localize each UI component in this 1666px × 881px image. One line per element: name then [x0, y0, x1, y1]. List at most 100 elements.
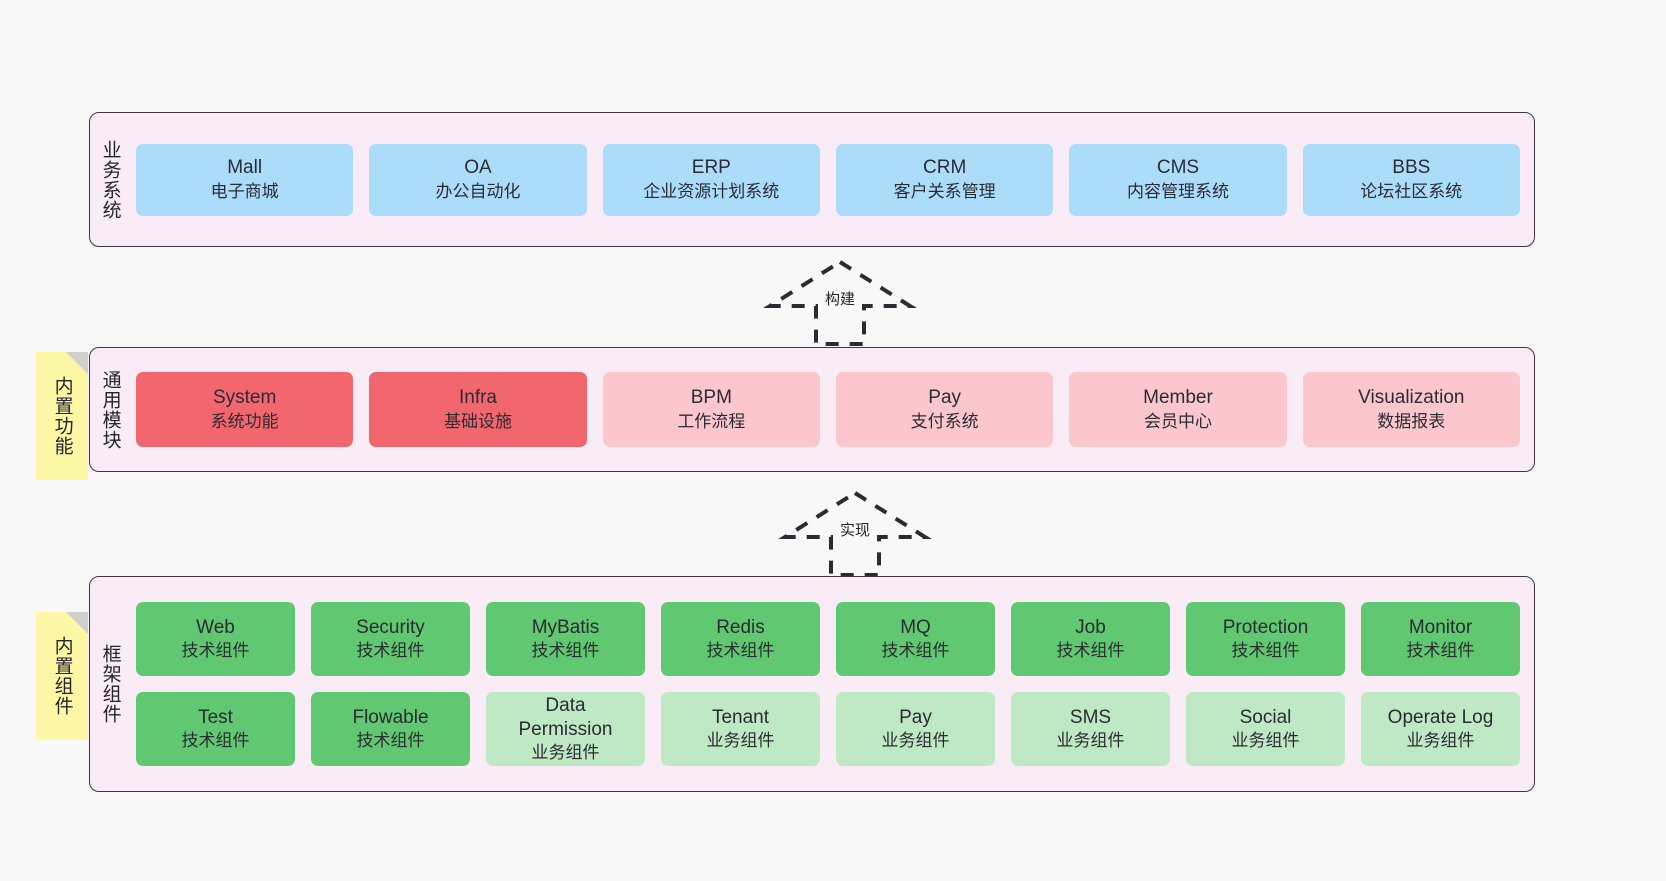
card-name: Member [1143, 387, 1213, 409]
frame-card-protection[interactable]: Protection 技术组件 [1186, 602, 1345, 676]
common-card-bpm[interactable]: BPM 工作流程 [602, 372, 820, 447]
business-card-oa[interactable]: OA 办公自动化 [369, 143, 587, 216]
card-name: Operate Log [1387, 706, 1494, 728]
frame-row-technical: Web 技术组件 Security 技术组件 MyBatis 技术组件 Redi… [136, 602, 1520, 676]
layer-title-frame: 框架组件 [99, 644, 121, 724]
layer-body-frame: Web 技术组件 Security 技术组件 MyBatis 技术组件 Redi… [130, 577, 1534, 791]
layer-title-common: 通用模块 [99, 369, 121, 450]
card-desc: 业务组件 [531, 743, 600, 763]
layer-body-common: System 系统功能 Infra 基础设施 BPM 工作流程 Pay 支付系统… [130, 348, 1534, 471]
card-name: Monitor [1408, 616, 1473, 638]
card-name: Test [198, 706, 233, 728]
card-desc: 技术组件 [181, 641, 250, 661]
card-desc: 电子商城 [210, 181, 279, 201]
card-name: Flowable [352, 706, 429, 728]
layer-business-systems: 业务系统 Mall 电子商城 OA 办公自动化 ERP 企业资源计划系统 CRM… [89, 112, 1535, 247]
card-desc: 技术组件 [356, 731, 425, 751]
frame-card-mybatis[interactable]: MyBatis 技术组件 [486, 602, 645, 676]
card-desc: 技术组件 [881, 641, 950, 661]
card-name: System [212, 387, 277, 409]
card-desc: 办公自动化 [435, 181, 521, 201]
card-desc: 论坛社区系统 [1360, 181, 1463, 201]
frame-card-web[interactable]: Web 技术组件 [136, 602, 295, 676]
card-name: OA [464, 157, 492, 179]
connector-label-implement: 实现 [837, 519, 873, 540]
sticky-label: 内置组件 [51, 636, 73, 716]
card-name: Pay [928, 387, 962, 409]
card-desc: 技术组件 [1406, 641, 1475, 661]
frame-card-sms[interactable]: SMS 业务组件 [1011, 692, 1170, 766]
frame-card-operate-log[interactable]: Operate Log 业务组件 [1361, 692, 1520, 766]
common-card-visualization[interactable]: Visualization 数据报表 [1302, 372, 1520, 447]
card-name: Tenant [711, 706, 770, 728]
dashed-arrow-up-icon [778, 490, 932, 577]
card-desc: 技术组件 [181, 731, 250, 751]
business-row: Mall 电子商城 OA 办公自动化 ERP 企业资源计划系统 CRM 客户关系… [136, 143, 1520, 216]
card-name: Protection [1222, 616, 1309, 638]
sticky-label: 内置功能 [51, 376, 73, 456]
card-name: CMS [1156, 157, 1200, 179]
card-name: BPM [690, 387, 732, 409]
common-card-system[interactable]: System 系统功能 [136, 372, 354, 447]
card-name: Visualization [1358, 387, 1465, 409]
business-card-mall[interactable]: Mall 电子商城 [136, 143, 354, 216]
frame-card-test[interactable]: Test 技术组件 [136, 692, 295, 766]
card-name-line2: Permission [518, 719, 613, 741]
business-card-erp[interactable]: ERP 企业资源计划系统 [602, 143, 820, 216]
card-desc: 技术组件 [1056, 641, 1125, 661]
sticky-note-builtin-components: 内置组件 [36, 612, 88, 740]
frame-card-job[interactable]: Job 技术组件 [1011, 602, 1170, 676]
card-name: Social [1239, 706, 1292, 728]
frame-card-data-permission[interactable]: Data Permission 业务组件 [486, 692, 645, 766]
business-card-bbs[interactable]: BBS 论坛社区系统 [1302, 143, 1520, 216]
card-desc: 业务组件 [706, 731, 775, 751]
card-desc: 业务组件 [1056, 731, 1125, 751]
sticky-fold-corner-icon [66, 352, 88, 374]
common-card-member[interactable]: Member 会员中心 [1069, 372, 1287, 447]
frame-row-mixed: Test 技术组件 Flowable 技术组件 Data Permission … [136, 692, 1520, 766]
layer-common-modules: 通用模块 System 系统功能 Infra 基础设施 BPM 工作流程 Pay… [89, 347, 1535, 472]
common-card-infra[interactable]: Infra 基础设施 [369, 372, 587, 447]
card-desc: 支付系统 [910, 411, 979, 431]
frame-card-flowable[interactable]: Flowable 技术组件 [311, 692, 470, 766]
card-desc: 企业资源计划系统 [643, 181, 780, 201]
connector-label-build: 构建 [822, 288, 858, 309]
frame-card-tenant[interactable]: Tenant 业务组件 [661, 692, 820, 766]
frame-card-mq[interactable]: MQ 技术组件 [836, 602, 995, 676]
card-name: Redis [716, 616, 765, 638]
card-desc: 内容管理系统 [1126, 181, 1229, 201]
card-name: Security [356, 616, 425, 638]
card-desc: 技术组件 [1231, 641, 1300, 661]
business-card-cms[interactable]: CMS 内容管理系统 [1069, 143, 1287, 216]
card-desc: 技术组件 [531, 641, 600, 661]
card-name: Pay [899, 706, 932, 728]
card-desc: 数据报表 [1377, 411, 1446, 431]
card-name: MyBatis [531, 616, 600, 638]
frame-card-monitor[interactable]: Monitor 技术组件 [1361, 602, 1520, 676]
frame-card-pay[interactable]: Pay 业务组件 [836, 692, 995, 766]
card-desc: 会员中心 [1143, 411, 1212, 431]
card-name: Web [196, 616, 235, 638]
frame-card-security[interactable]: Security 技术组件 [311, 602, 470, 676]
card-name: BBS [1392, 157, 1431, 179]
layer-framework-components: 框架组件 Web 技术组件 Security 技术组件 MyBatis 技术组件… [89, 576, 1535, 792]
business-card-crm[interactable]: CRM 客户关系管理 [835, 143, 1054, 216]
card-name: Mall [227, 157, 263, 179]
frame-card-social[interactable]: Social 业务组件 [1186, 692, 1345, 766]
card-desc: 业务组件 [1406, 731, 1475, 751]
frame-card-redis[interactable]: Redis 技术组件 [661, 602, 820, 676]
card-name: Job [1075, 616, 1106, 638]
connector-build: 构建 [760, 258, 920, 346]
card-name: SMS [1069, 706, 1112, 728]
common-row: System 系统功能 Infra 基础设施 BPM 工作流程 Pay 支付系统… [136, 372, 1520, 447]
dashed-arrow-up-icon [763, 259, 917, 346]
sticky-note-builtin-features: 内置功能 [36, 352, 88, 480]
card-name: MQ [900, 616, 931, 638]
card-name: ERP [691, 157, 731, 179]
connector-implement: 实现 [775, 489, 935, 577]
card-desc: 基础设施 [443, 411, 512, 431]
card-desc: 系统功能 [210, 411, 279, 431]
card-name: Infra [458, 387, 497, 409]
common-card-pay[interactable]: Pay 支付系统 [835, 372, 1054, 447]
